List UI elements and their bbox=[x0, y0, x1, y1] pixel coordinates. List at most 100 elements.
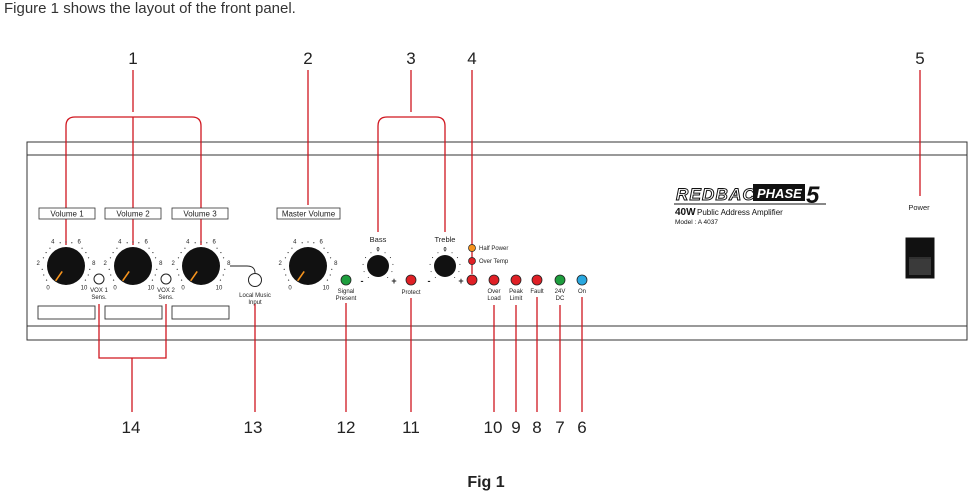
volume2-knob-tick-8: 8 bbox=[159, 261, 163, 267]
volume2-knob-scale-dot bbox=[152, 251, 154, 254]
volume2-knob-scale-dot bbox=[109, 257, 112, 259]
volume2-knob-scale-dot bbox=[138, 242, 140, 244]
local-music-input-jack[interactable] bbox=[248, 273, 262, 287]
signal-present-label-line2: Present bbox=[336, 296, 357, 302]
volume3-knob-scale-dot bbox=[224, 268, 226, 270]
volume3-knob-scale-dot bbox=[220, 251, 222, 254]
volume2-knob-scale-dot bbox=[108, 268, 110, 270]
volume2-knob-scale-dot bbox=[148, 247, 150, 249]
volume2-knob-scale-dot bbox=[154, 257, 157, 259]
local-music-label-line1: Local Music bbox=[239, 293, 271, 299]
master-volume-knob-tick-6: 6 bbox=[319, 239, 323, 245]
volume3-knob-scale-dot bbox=[216, 247, 218, 249]
volume2-label: Volume 2 bbox=[116, 210, 150, 219]
treble-knob-scale-dot bbox=[434, 276, 436, 279]
tone-knobs: -0+-0+ bbox=[361, 247, 464, 286]
brand-block: REDBACK PHASE 5 40W Public Address Ampli… bbox=[674, 182, 826, 226]
vox1-sens-trimmer[interactable] bbox=[93, 273, 105, 285]
bass-knob-body[interactable] bbox=[367, 255, 389, 277]
bass-knob[interactable]: -0+ bbox=[361, 247, 397, 286]
volume1-knob-tick-6: 6 bbox=[77, 239, 81, 245]
intro-text: Figure 1 shows the layout of the front p… bbox=[4, 0, 296, 17]
volume2-knob-scale-dot bbox=[154, 274, 156, 276]
callout-numbers: 1 2 3 4 5 6 7 8 9 10 11 12 13 14 bbox=[122, 49, 925, 437]
master-volume-knob-scale-dot bbox=[327, 251, 329, 254]
volume2-knob-body[interactable] bbox=[114, 247, 152, 285]
volume3-knob-body[interactable] bbox=[182, 247, 220, 285]
volume1-label: Volume 1 bbox=[50, 210, 84, 219]
volume1-knob-scale-dot bbox=[84, 279, 87, 281]
bass-knob-tick-zero: 0 bbox=[376, 247, 379, 253]
treble-knob-body[interactable] bbox=[434, 255, 456, 277]
master-volume-knob-scale-dot bbox=[291, 247, 293, 249]
brand-watts: 40W bbox=[675, 207, 696, 218]
amplifier-front-panel bbox=[26, 141, 968, 341]
local-music-label-line2: Input bbox=[248, 300, 262, 306]
callout-14: 14 bbox=[122, 418, 141, 437]
volume1-knob-scale-dot bbox=[49, 247, 51, 249]
volume1-knob-scale-dot bbox=[65, 241, 67, 243]
volume3-knob-tick-2: 2 bbox=[171, 261, 175, 267]
over-temp-label: Over Temp bbox=[479, 259, 509, 265]
brand-model: Model : A 4037 bbox=[675, 219, 718, 226]
power-switch[interactable] bbox=[905, 237, 935, 279]
over-load-label-line2: Load bbox=[487, 296, 500, 302]
treble-knob[interactable]: -0+ bbox=[428, 247, 464, 286]
treble-knob-scale-dot bbox=[459, 263, 461, 265]
master-volume-knob-scale-dot bbox=[326, 279, 329, 281]
volume2-knob-tick-10: 10 bbox=[148, 285, 155, 291]
vox1-label-line2: Sens. bbox=[91, 295, 107, 301]
volume3-knob-scale-dot bbox=[177, 257, 180, 259]
master-volume-knob-tick-2: 2 bbox=[278, 261, 282, 267]
callout-2: 2 bbox=[303, 49, 312, 68]
master-volume-knob-tick-0: 0 bbox=[288, 285, 292, 291]
bass-knob-scale-dot bbox=[367, 276, 369, 279]
dc24-label-line1: 24V bbox=[555, 289, 566, 295]
dc24-label-line2: DC bbox=[556, 296, 565, 302]
thermal-led bbox=[466, 274, 478, 286]
volume2-knob-scale-dot bbox=[112, 251, 114, 254]
callout-3: 3 bbox=[406, 49, 415, 68]
brand-series: PHASE bbox=[757, 186, 802, 201]
signal-present-label-line1: Signal bbox=[338, 289, 355, 295]
volume3-knob-scale-dot bbox=[194, 242, 196, 244]
bass-knob-tick-minus: - bbox=[361, 276, 364, 286]
master-volume-knob-tick-8: 8 bbox=[334, 261, 338, 267]
half-power-led bbox=[468, 244, 476, 252]
bass-knob-scale-dot bbox=[377, 250, 379, 252]
treble-knob-tick-minus: - bbox=[428, 276, 431, 286]
volume3-knob-tick-8: 8 bbox=[227, 261, 231, 267]
brand-product: Public Address Amplifier bbox=[697, 208, 783, 217]
vox2-sens-trimmer[interactable] bbox=[160, 273, 172, 285]
volume1-knob-scale-dot bbox=[89, 268, 91, 270]
over-load-led bbox=[488, 274, 500, 286]
bass-knob-scale-dot bbox=[392, 263, 394, 265]
callout-7: 7 bbox=[555, 418, 564, 437]
master-volume-knob-scale-dot bbox=[323, 247, 325, 249]
volume1-knob-body[interactable] bbox=[47, 247, 85, 285]
bass-knob-scale-dot bbox=[384, 252, 386, 254]
volume1-knob-scale-dot bbox=[85, 251, 87, 254]
brand-series-number: 5 bbox=[806, 182, 820, 209]
bass-knob-scale-dot bbox=[363, 271, 365, 273]
callout-5: 5 bbox=[915, 49, 924, 68]
treble-knob-scale-dot bbox=[456, 257, 458, 259]
callout-lines bbox=[65, 70, 921, 412]
callout-8: 8 bbox=[532, 418, 541, 437]
vox1-label-line1: VOX 1 bbox=[90, 288, 108, 294]
fault-label: Fault bbox=[530, 289, 544, 295]
protect-led bbox=[405, 274, 417, 286]
master-volume-knob-body[interactable] bbox=[289, 247, 327, 285]
volume2-knob-scale-dot bbox=[132, 241, 134, 243]
volume1-knob-scale-dot bbox=[71, 242, 73, 244]
bass-knob-scale-dot bbox=[365, 257, 367, 259]
local-input-lead bbox=[230, 265, 256, 274]
signal-present-led bbox=[340, 274, 352, 286]
volume3-knob-scale-dot bbox=[176, 268, 178, 270]
callout-1: 1 bbox=[128, 49, 137, 68]
